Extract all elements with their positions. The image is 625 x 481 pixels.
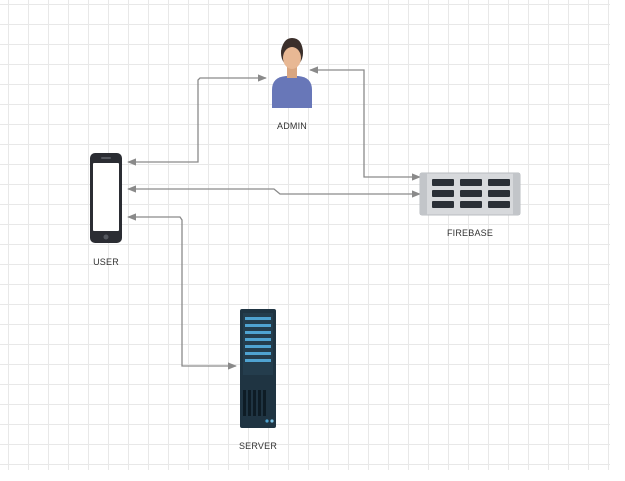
edge-user-server[interactable] — [127, 213, 237, 370]
server-tower-icon — [240, 309, 276, 428]
server-node[interactable] — [240, 309, 276, 428]
admin-label: ADMIN — [277, 121, 307, 131]
server-label: SERVER — [238, 441, 278, 451]
edge-firebase-admin[interactable] — [309, 66, 421, 181]
firebase-label: FIREBASE — [446, 228, 494, 238]
diagram-canvas: ADMIN USER FIREBASE SERVER — [0, 0, 610, 470]
edge-admin-user[interactable] — [127, 74, 267, 166]
server-rack-icon — [419, 172, 521, 216]
edge-firebase-user[interactable] — [127, 185, 421, 198]
smartphone-icon — [90, 153, 122, 243]
user-person-icon — [272, 38, 312, 108]
user-node[interactable] — [90, 153, 122, 243]
user-label: USER — [93, 257, 119, 267]
admin-node[interactable] — [272, 38, 312, 108]
firebase-node[interactable] — [419, 172, 521, 216]
